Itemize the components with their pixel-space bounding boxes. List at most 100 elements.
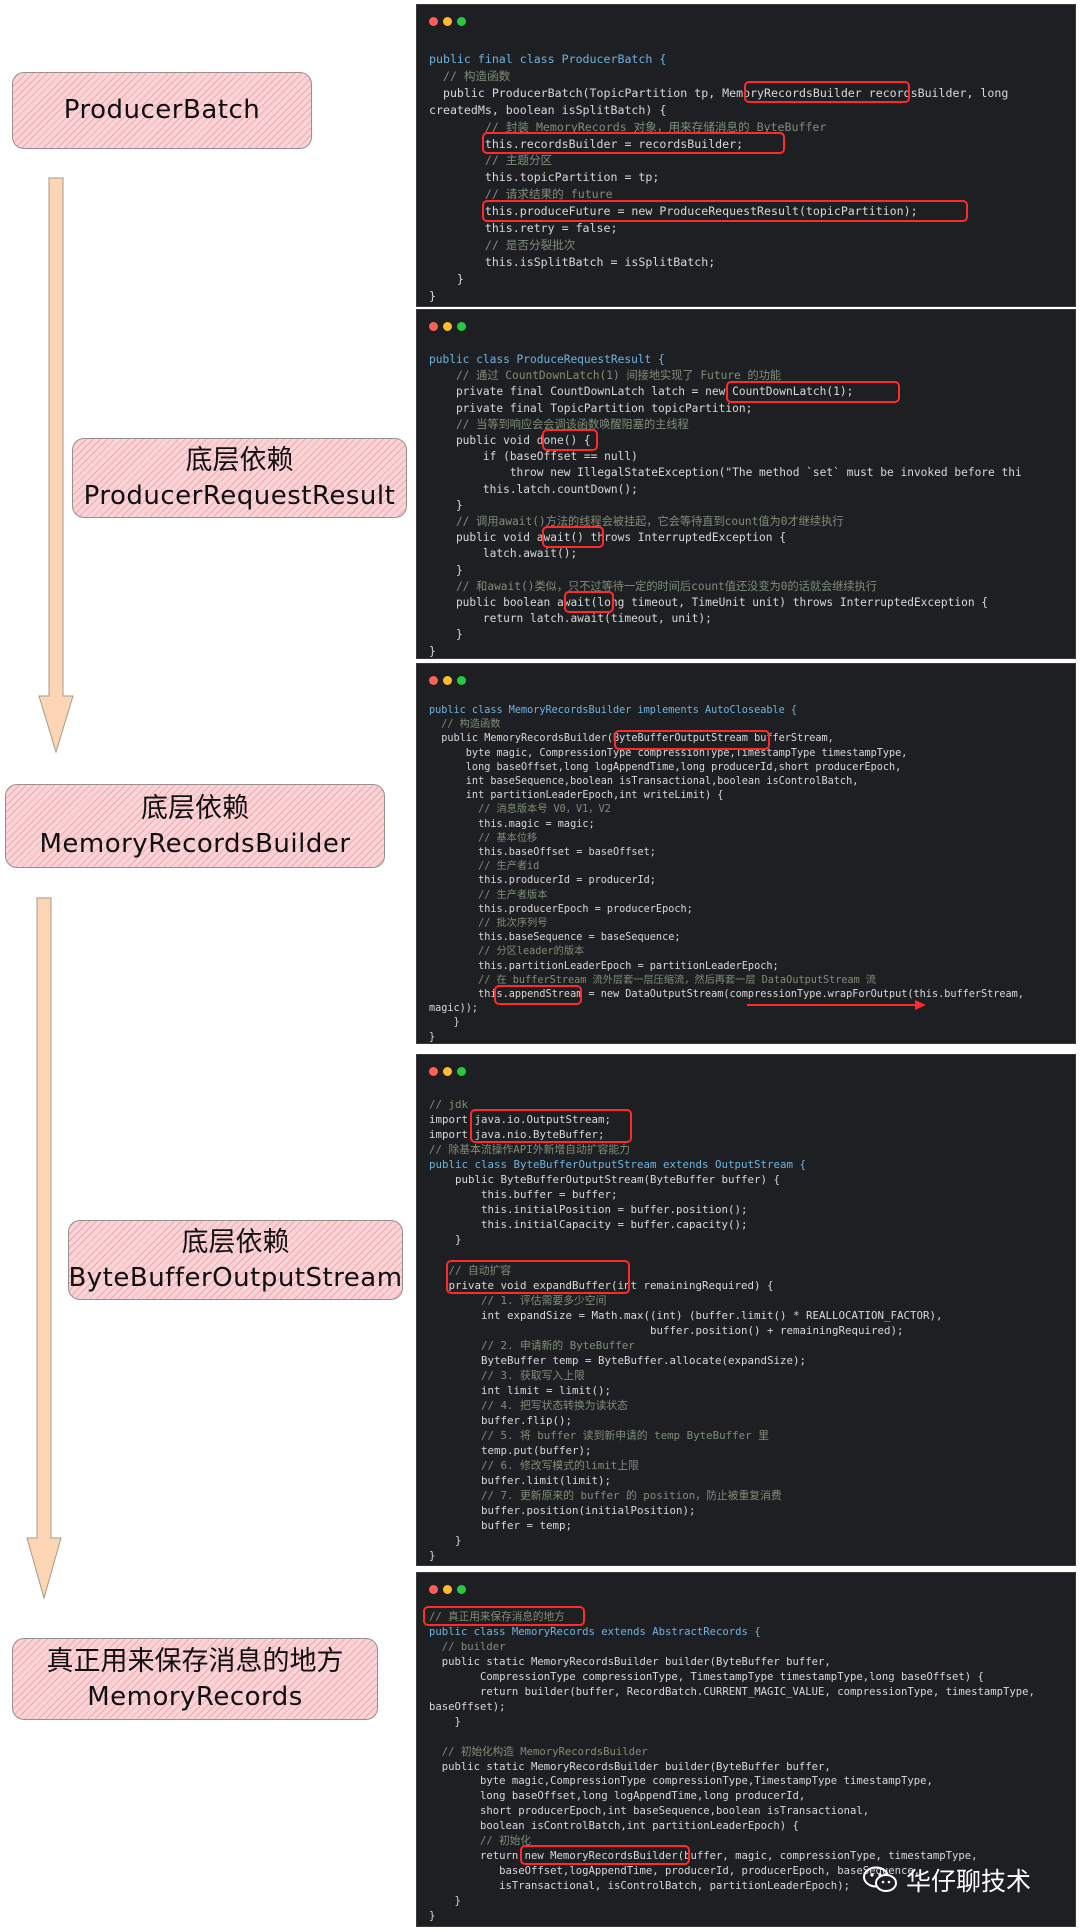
- code-line: long baseOffset,long logAppendTime,long …: [429, 1790, 806, 1803]
- code-line: public static MemoryRecordsBuilder build…: [429, 1655, 831, 1668]
- code-comment: // 自动扩容: [429, 1263, 512, 1277]
- code-line: int baseSequence,boolean isTransactional…: [429, 776, 859, 788]
- code-line: ByteBuffer temp = ByteBuffer.allocate(ex…: [429, 1353, 807, 1367]
- code-line: this.retry = false;: [429, 221, 618, 236]
- code-line: this.initialCapacity = buffer.capacity()…: [429, 1218, 748, 1232]
- code-comment: // 真正用来保存消息的地方: [429, 1611, 565, 1623]
- code-line: }: [429, 1715, 461, 1728]
- code-comment: // 当等到响应会会调该函数唤醒阻塞的主线程: [429, 417, 689, 431]
- watermark: 华仔聊技术: [862, 1862, 1031, 1898]
- code-block: public class ProduceRequestResult { // 通…: [429, 352, 1071, 658]
- code-panel-producer-batch: public final class ProducerBatch { // 构造…: [416, 4, 1076, 307]
- code-line: public class MemoryRecords extends Abstr…: [429, 1625, 761, 1638]
- code-line: long baseOffset,long logAppendTime,long …: [429, 761, 902, 773]
- code-line: return builder(buffer, RecordBatch.CURRE…: [429, 1685, 1035, 1698]
- code-line: if (baseOffset == null): [429, 450, 638, 464]
- window-controls: [429, 1585, 466, 1594]
- code-comment: // 在 bufferStream 流外层套一层压缩流，然后再套一层 DataO…: [429, 974, 877, 986]
- code-line: this.magic = magic;: [429, 818, 595, 830]
- code-line: }: [429, 1549, 436, 1563]
- code-line: byte magic, CompressionType compressionT…: [429, 747, 908, 759]
- label-memory-records-builder: 底层依赖 MemoryRecordsBuilder: [5, 784, 385, 868]
- code-line: this.buffer = buffer;: [429, 1188, 618, 1202]
- code-line: buffer.position() + remainingRequired);: [429, 1323, 904, 1337]
- label-producer-batch: ProducerBatch: [12, 72, 312, 149]
- code-line: public boolean await(long timeout, TimeU…: [429, 596, 989, 610]
- code-comment: // 封装 MemoryRecords 对象，用来存储消息的 ByteBuffe…: [429, 119, 827, 134]
- code-line: this.topicPartition = tp;: [429, 170, 660, 185]
- highlight-box: [726, 381, 900, 403]
- code-line: return new MemoryRecordsBuilder(buffer, …: [429, 1850, 978, 1863]
- close-dot-icon: [429, 17, 438, 26]
- maximize-dot-icon: [457, 322, 466, 331]
- code-line: }: [429, 1017, 460, 1029]
- code-comment: // 初始化构造 MemoryRecordsBuilder: [429, 1745, 648, 1758]
- code-line: }: [429, 288, 436, 303]
- minimize-dot-icon: [443, 17, 452, 26]
- code-comment: // 构造函数: [429, 719, 501, 731]
- code-line: this.producerId = producerId;: [429, 875, 656, 887]
- code-line: boolean isControlBatch,int partitionLead…: [429, 1820, 799, 1833]
- code-line: }: [429, 1534, 462, 1548]
- window-controls: [429, 17, 466, 26]
- label-byte-buffer-output-stream: 底层依赖 ByteBufferOutputStream: [68, 1220, 403, 1300]
- code-comment: // 5. 将 buffer 读到新申请的 temp ByteBuffer 里: [429, 1429, 769, 1443]
- code-line: buffer = temp;: [429, 1519, 573, 1533]
- code-comment: // 批次序列号: [429, 918, 548, 930]
- code-comment: // 生产者版本: [429, 889, 548, 901]
- code-comment: // 除基本流操作API外新增自动扩容能力: [429, 1143, 630, 1157]
- minimize-dot-icon: [443, 322, 452, 331]
- code-line: [429, 1247, 1071, 1262]
- code-comment: // 6. 修改写模式的limit上限: [429, 1459, 639, 1473]
- code-line: }: [429, 1910, 436, 1923]
- label-memory-records-builder-name: MemoryRecordsBuilder: [39, 828, 351, 859]
- label-dependency-prefix: 底层依赖: [181, 1227, 290, 1259]
- minimize-dot-icon: [443, 1585, 452, 1594]
- label-dependency-prefix: 底层依赖: [141, 793, 249, 825]
- code-comment: // 基本位移: [429, 832, 538, 844]
- code-block: public final class ProducerBatch { // 构造…: [429, 51, 1071, 305]
- highlight-box: [470, 1109, 632, 1143]
- code-line: latch.await();: [429, 547, 578, 561]
- code-line: byte magic,CompressionType compressionTy…: [429, 1775, 933, 1788]
- code-comment: // 通过 CountDownLatch(1) 间接地实现了 Future 的功…: [429, 369, 782, 383]
- code-line: baseOffset,logAppendTime, producerId, pr…: [429, 1865, 921, 1878]
- highlight-box: [482, 200, 968, 222]
- code-comment: // 生产者id: [429, 861, 540, 873]
- label-produce-request-result: 底层依赖 ProducerRequestResult: [72, 438, 407, 518]
- code-comment: // 消息版本号 V0，V1，V2: [429, 804, 611, 816]
- highlight-box: [482, 132, 785, 154]
- code-line: return latch.await(timeout, unit);: [429, 612, 712, 626]
- code-comment: // 1. 评估需要多少空间: [429, 1293, 607, 1307]
- close-dot-icon: [429, 676, 438, 685]
- close-dot-icon: [429, 322, 438, 331]
- red-underline-arrow: [747, 1004, 917, 1006]
- code-line: buffer.limit(limit);: [429, 1474, 612, 1488]
- code-line: import java.nio.ByteBuffer;: [429, 1128, 605, 1142]
- code-comment: // 2. 申请新的 ByteBuffer: [429, 1338, 635, 1352]
- label-producer-batch-name: ProducerBatch: [63, 95, 261, 126]
- code-panel-produce-request-result: public class ProduceRequestResult { // 通…: [416, 309, 1076, 659]
- close-dot-icon: [429, 1585, 438, 1594]
- code-block: public class MemoryRecordsBuilder implem…: [429, 704, 1071, 1043]
- code-line: }: [429, 1233, 462, 1247]
- code-line: int expandSize = Math.max((int) (buffer.…: [429, 1308, 943, 1322]
- code-comment: // 4. 把写状态转换为读状态: [429, 1398, 628, 1412]
- maximize-dot-icon: [457, 1067, 466, 1076]
- code-line: import java.io.OutputStream;: [429, 1113, 612, 1127]
- label-memory-records-name: MemoryRecords: [87, 1681, 303, 1712]
- code-line: private final CountDownLatch latch = new…: [429, 385, 854, 399]
- highlight-box: [542, 526, 604, 548]
- code-line: baseOffset);: [429, 1700, 506, 1713]
- minimize-dot-icon: [443, 1067, 452, 1076]
- code-line: buffer.position(initialPosition);: [429, 1504, 696, 1518]
- code-line: public final class ProducerBatch {: [429, 52, 667, 66]
- code-comment: // 构造函数: [429, 68, 511, 83]
- code-line: createdMs, boolean isSplitBatch) {: [429, 102, 667, 117]
- window-controls: [429, 676, 466, 685]
- code-line: this.recordsBuilder = recordsBuilder;: [429, 136, 744, 151]
- code-comment: // 主题分区: [429, 153, 553, 168]
- code-line: this.baseSequence = baseSequence;: [429, 932, 681, 944]
- code-line: }: [429, 628, 463, 642]
